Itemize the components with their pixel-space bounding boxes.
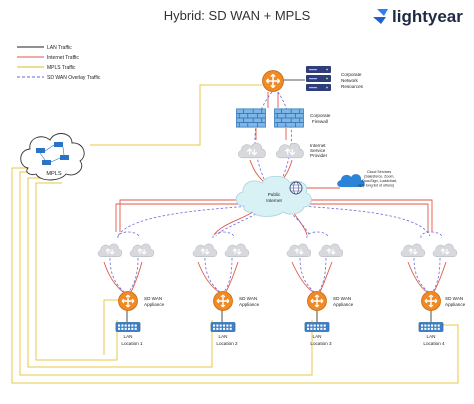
switch-icon (115, 322, 141, 332)
isp-cloud-icon (192, 243, 218, 258)
legend-label-lan: LAN Traffic (47, 45, 72, 51)
legend: LAN Traffic Internet Traffic MPLS Traffi… (17, 45, 101, 81)
mpls-router-icons (36, 142, 69, 165)
corporate-resources-label-line3: Resources (341, 84, 364, 89)
appliance-label-line1: SD WAN (239, 296, 257, 301)
location-3: SD WAN Appliance LAN Location 3 (286, 243, 354, 346)
appliance-label-line1: SD WAN (144, 296, 162, 301)
location-1: SD WAN Appliance LAN Location 1 (97, 243, 165, 346)
corporate-resources-label-line2: Network (341, 78, 359, 83)
connections (11, 79, 459, 384)
isp-cloud-icon (275, 142, 305, 159)
isp-label-line2: Service (310, 148, 326, 153)
cloud-services-icon (337, 174, 365, 187)
isp-cloud-icon (237, 142, 267, 159)
legend-label-mpls: MPLS Traffic (47, 65, 76, 71)
globe-icon (289, 181, 303, 195)
location-name: Location 1 (121, 341, 143, 346)
isp-cloud-icon (318, 243, 344, 258)
isp-cloud-icon (432, 243, 458, 258)
firewall-label-line1: Corporate (310, 113, 331, 118)
isp-cloud-icon (97, 243, 123, 258)
appliance-label-line2: Appliance (445, 302, 466, 307)
switch-icon (418, 322, 444, 332)
appliance-label-line2: Appliance (144, 302, 165, 307)
firewall-label-line2: Firewall (312, 119, 328, 124)
server-rack-icon (306, 66, 331, 91)
corporate-router-icon (262, 70, 284, 92)
isp-label-line1: Internet (310, 143, 326, 148)
lan-label: LAN (427, 334, 436, 339)
location-2: SD WAN Appliance LAN Location 2 (192, 243, 260, 346)
firewall-icon (274, 108, 304, 128)
legend-label-internet: Internet Traffic (47, 55, 79, 61)
mpls-cloud: MPLS (20, 133, 85, 181)
cloud-services-label-line3: DocuSign, Lucidchart, (362, 179, 397, 183)
isp-label-line3: Provider (310, 153, 328, 158)
lightyear-logo-icon (373, 9, 388, 24)
switch-icon (210, 322, 236, 332)
isp-cloud-icon (129, 243, 155, 258)
diagram-title: Hybrid: SD WAN + MPLS (164, 8, 311, 23)
location-name: Location 2 (216, 341, 238, 346)
public-internet-cloud: Public Internet (235, 175, 312, 217)
sd-wan-router-icon (213, 291, 233, 311)
mpls-label: MPLS (46, 171, 62, 177)
legend-label-overlay: SD WAN Overlay Traffic (47, 75, 101, 81)
sd-wan-router-icon (307, 291, 327, 311)
corporate-resources-label-line1: Corporate (341, 72, 362, 77)
firewall-icon (236, 108, 266, 128)
cloud-services-label-line2: (Salesforce, Zoom, (364, 175, 394, 179)
location-4: SD WAN Appliance LAN Location 4 (400, 243, 466, 346)
cloud-services-label-line4: very long list of others) (358, 184, 394, 188)
appliance-label-line2: Appliance (239, 302, 260, 307)
cloud-services-label-line1: Cloud Services (367, 170, 391, 174)
lan-label: LAN (313, 334, 322, 339)
appliance-label-line2: Appliance (333, 302, 354, 307)
lan-label: LAN (219, 334, 228, 339)
public-internet-label-line1: Public (268, 192, 281, 197)
lan-label: LAN (124, 334, 133, 339)
isp-cloud-icon (400, 243, 426, 258)
isp-cloud-icon (224, 243, 250, 258)
location-name: Location 4 (423, 341, 445, 346)
isp-cloud-icon (286, 243, 312, 258)
appliance-label-line1: SD WAN (333, 296, 351, 301)
appliance-label-line1: SD WAN (445, 296, 463, 301)
sd-wan-router-icon (118, 291, 138, 311)
sd-wan-router-icon (421, 291, 441, 311)
location-name: Location 3 (310, 341, 332, 346)
brand-name: lightyear (392, 7, 463, 26)
public-internet-label-line2: Internet (266, 198, 282, 203)
switch-icon (304, 322, 330, 332)
